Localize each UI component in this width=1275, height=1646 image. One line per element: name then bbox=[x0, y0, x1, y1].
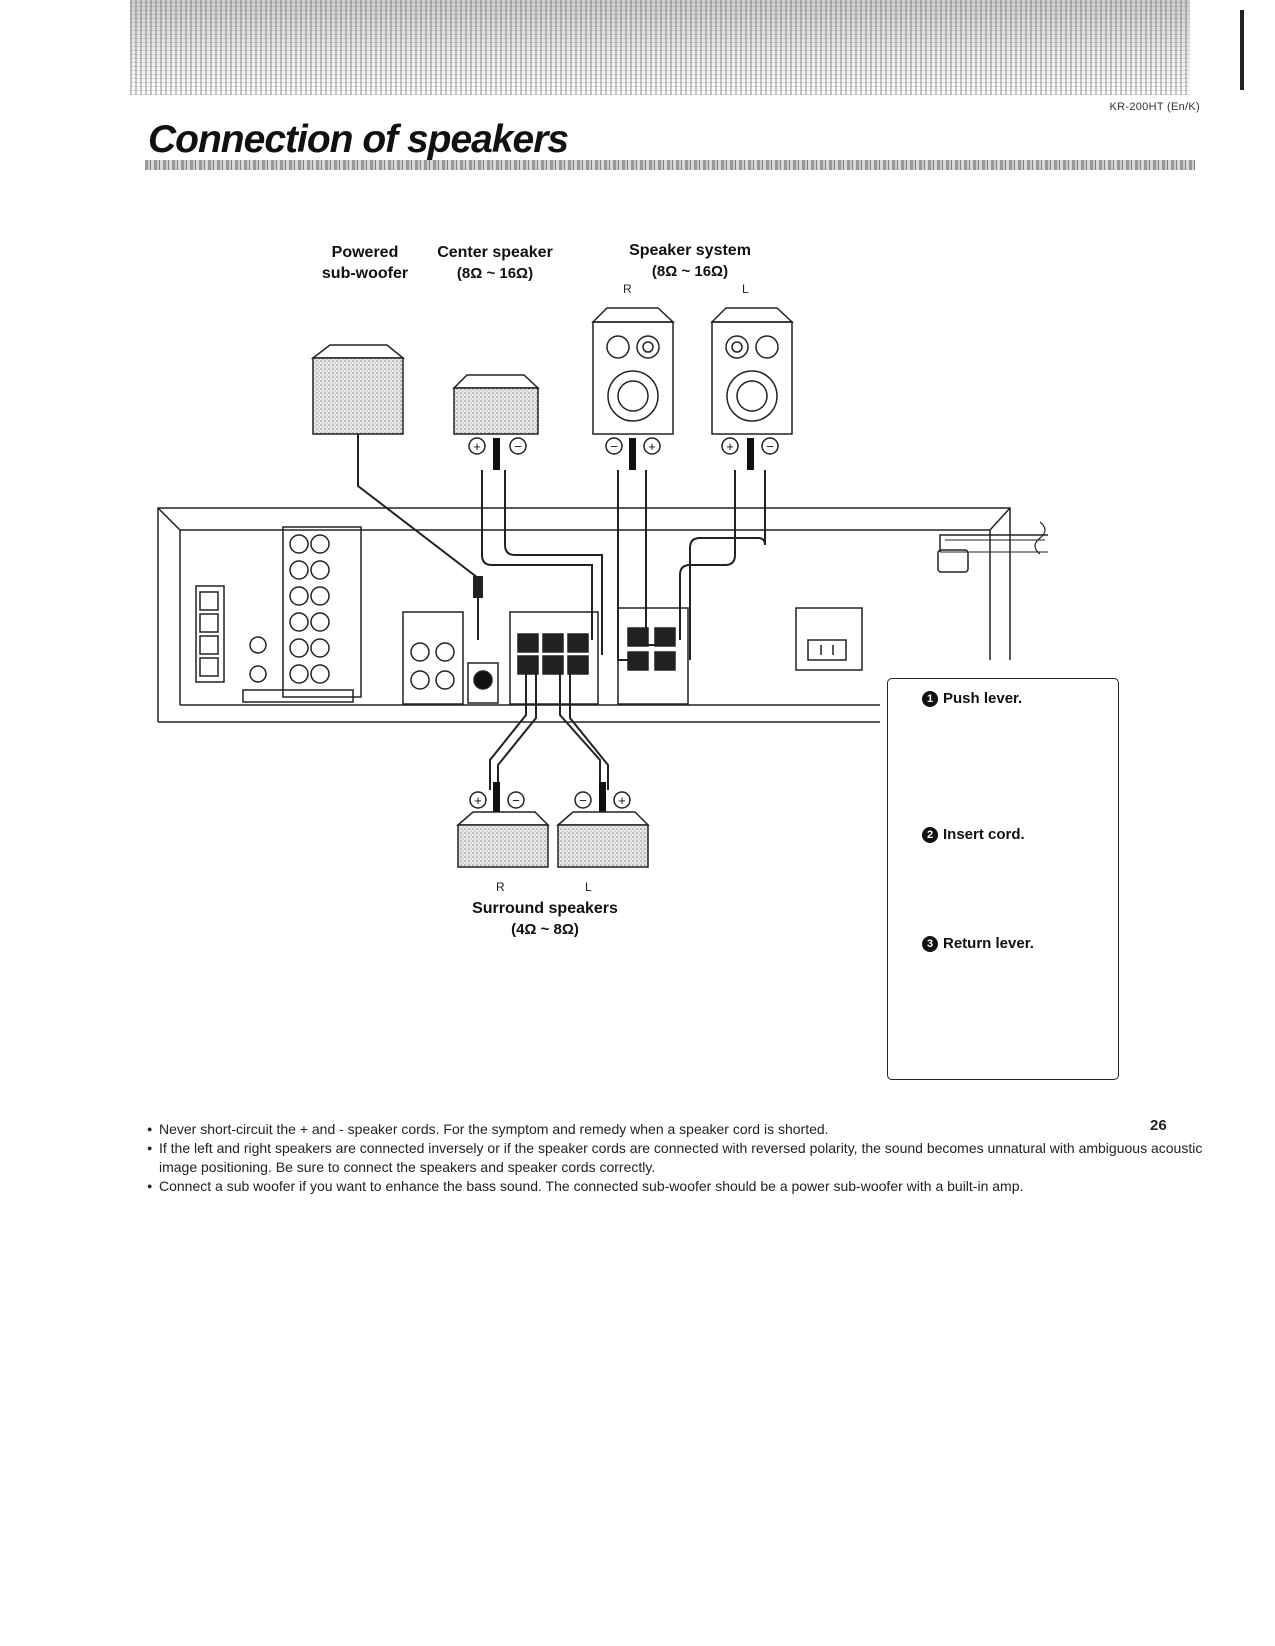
terminal-steps-panel bbox=[887, 678, 1119, 1080]
surround-right-speaker: + − bbox=[455, 782, 550, 868]
front-right-speaker: − + bbox=[591, 307, 675, 470]
page-edge-mark bbox=[1240, 10, 1244, 90]
front-right-marker: R bbox=[623, 282, 632, 296]
svg-text:−: − bbox=[610, 439, 618, 454]
page-title: Connection of speakers bbox=[148, 118, 569, 161]
subwoofer-label-line1: Powered bbox=[331, 244, 399, 261]
center-speaker-name: Center speaker bbox=[437, 244, 553, 261]
surround-left-speaker: − + bbox=[555, 782, 650, 868]
page-reference: 26 bbox=[1150, 1117, 1167, 1134]
front-left-speaker: + − bbox=[710, 307, 794, 470]
step-2: 2 Insert cord. bbox=[922, 826, 1025, 843]
svg-text:−: − bbox=[514, 439, 522, 454]
surround-speaker-label: Surround speakers (4Ω ~ 8Ω) bbox=[455, 898, 635, 940]
front-left-marker: L bbox=[742, 282, 749, 296]
svg-text:+: + bbox=[726, 439, 734, 454]
note-item: If the left and right speakers are conne… bbox=[147, 1139, 1207, 1177]
step-3: 3 Return lever. bbox=[922, 935, 1034, 952]
subwoofer-label: Powered sub-woofer bbox=[310, 242, 420, 284]
step-1-number: 1 bbox=[922, 691, 938, 707]
svg-text:+: + bbox=[648, 439, 656, 454]
step-3-number: 3 bbox=[922, 936, 938, 952]
svg-text:+: + bbox=[618, 793, 626, 808]
subwoofer-speaker bbox=[310, 344, 406, 435]
step-1: 1 Push lever. bbox=[922, 690, 1022, 707]
scan-header-band bbox=[130, 0, 1190, 95]
note-item: Never short-circuit the + and - speaker … bbox=[147, 1120, 1207, 1139]
svg-text:−: − bbox=[512, 793, 520, 808]
surround-speaker-impedance: (4Ω ~ 8Ω) bbox=[511, 921, 579, 938]
front-speaker-impedance: (8Ω ~ 16Ω) bbox=[651, 263, 729, 280]
surround-speaker-name: Surround speakers bbox=[472, 900, 618, 917]
surround-right-marker: R bbox=[496, 880, 505, 894]
receiver-rear-panel bbox=[157, 507, 1048, 723]
svg-text:+: + bbox=[473, 439, 481, 454]
subwoofer-plug bbox=[473, 576, 483, 598]
step-1-text: Push lever. bbox=[943, 690, 1023, 707]
title-rule bbox=[145, 160, 1195, 170]
center-speaker: + − bbox=[452, 374, 540, 470]
model-code: KR-200HT (En/K) bbox=[1109, 101, 1200, 113]
notes-list: Never short-circuit the + and - speaker … bbox=[147, 1120, 1207, 1196]
front-speaker-label: Speaker system (8Ω ~ 16Ω) bbox=[610, 240, 770, 282]
speaker-cords bbox=[357, 434, 766, 790]
step-3-text: Return lever. bbox=[943, 935, 1034, 952]
front-speaker-name: Speaker system bbox=[629, 242, 751, 259]
center-speaker-impedance: (8Ω ~ 16Ω) bbox=[456, 265, 534, 282]
svg-text:+: + bbox=[474, 793, 482, 808]
subwoofer-label-line2: sub-woofer bbox=[321, 265, 409, 282]
svg-text:−: − bbox=[766, 439, 774, 454]
svg-text:−: − bbox=[579, 793, 587, 808]
note-item: Connect a sub woofer if you want to enha… bbox=[147, 1177, 1207, 1196]
surround-left-marker: L bbox=[585, 880, 592, 894]
center-speaker-label: Center speaker (8Ω ~ 16Ω) bbox=[425, 242, 565, 284]
step-2-number: 2 bbox=[922, 827, 938, 843]
step-2-text: Insert cord. bbox=[943, 826, 1025, 843]
